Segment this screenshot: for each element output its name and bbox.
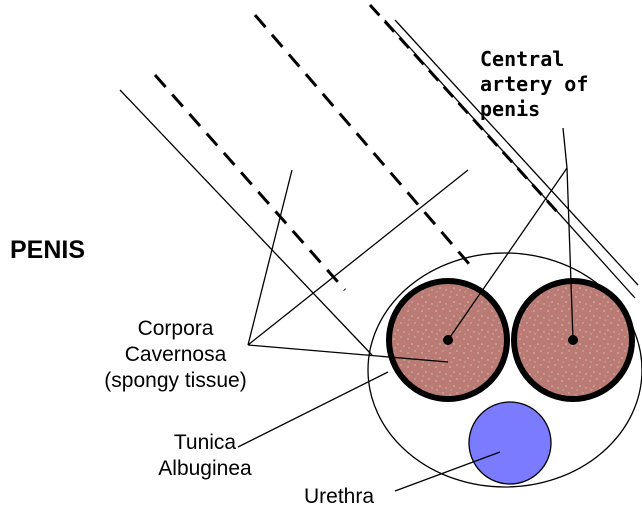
label-tunica-line2: Albuginea — [145, 456, 265, 482]
dashed-line-2 — [255, 15, 470, 265]
dashed-line-1 — [155, 75, 345, 290]
label-corpora-line3: (spongy tissue) — [68, 368, 283, 394]
label-central-artery: Central artery of penis — [480, 47, 588, 122]
label-central-artery-line3: penis — [480, 97, 588, 122]
diagram-title: PENIS — [10, 236, 85, 265]
label-corpora-line2: Cavernosa — [68, 342, 283, 368]
label-tunica-albuginea: Tunica Albuginea — [145, 430, 265, 482]
label-corpora-line1: Corpora — [68, 316, 283, 342]
label-central-artery-line1: Central — [480, 47, 588, 72]
label-corpora-cavernosa: Corpora Cavernosa (spongy tissue) — [68, 316, 283, 394]
urethra-shape — [469, 402, 551, 484]
label-tunica-line1: Tunica — [145, 430, 265, 456]
label-urethra: Urethra — [304, 484, 374, 510]
leader-central-stub — [563, 128, 567, 168]
label-central-artery-line2: artery of — [480, 72, 588, 97]
